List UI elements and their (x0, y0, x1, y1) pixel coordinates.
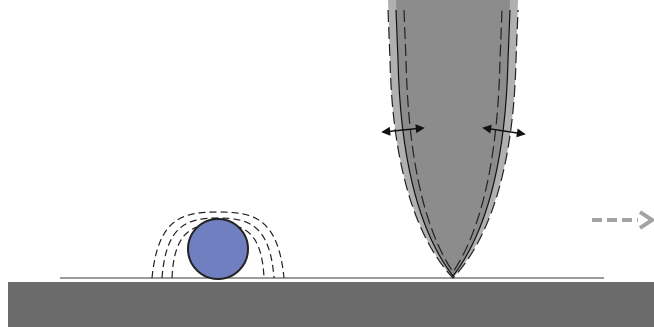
tip-body (396, 0, 510, 276)
oscillation-left-icon (381, 124, 425, 136)
scan-direction-arrow-icon (592, 210, 654, 230)
particle (187, 218, 249, 280)
substrate-block (8, 282, 654, 327)
oscillation-right-icon (482, 124, 526, 138)
